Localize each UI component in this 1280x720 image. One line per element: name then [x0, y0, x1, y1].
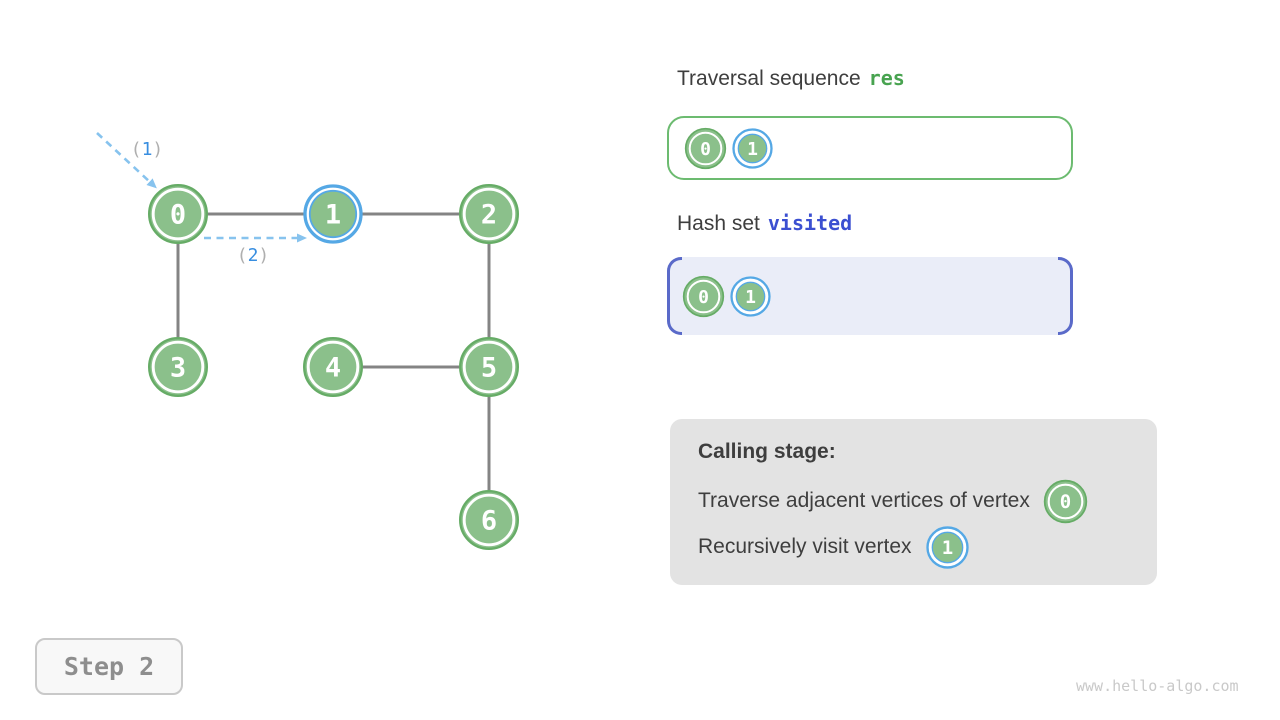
graph-node-5: 5	[459, 337, 519, 397]
res-title-text: Traversal sequence	[677, 67, 861, 90]
visited-title-text: Hash set	[677, 212, 760, 235]
calling-line-text: Recursively visit vertex	[698, 535, 912, 558]
svg-text:5: 5	[481, 352, 497, 383]
calling-line-text: Traverse adjacent vertices of vertex	[698, 489, 1030, 512]
traversal-arrow-label-1: (1)	[131, 139, 164, 160]
svg-text:0: 0	[170, 199, 186, 230]
svg-text:0: 0	[1060, 491, 1071, 513]
svg-text:3: 3	[170, 352, 186, 383]
step-badge: Step 2	[35, 638, 183, 695]
calling-line: Traverse adjacent vertices of vertex 0	[698, 478, 1139, 524]
calling-line: Recursively visit vertex 1	[698, 524, 1139, 570]
svg-text:2: 2	[481, 199, 497, 230]
visited-title: Hash set visited	[677, 211, 852, 236]
svg-text:0: 0	[700, 138, 711, 159]
graph-node-2: 2	[459, 184, 519, 244]
res-title: Traversal sequence res	[677, 66, 905, 91]
node-badge-0: 0	[682, 275, 725, 317]
traversal-arrow-label-2: (2)	[237, 245, 270, 266]
svg-text:1: 1	[745, 286, 756, 307]
node-badge-1: 1	[925, 525, 969, 569]
brace-right-icon	[1058, 257, 1073, 335]
graph-node-0: 0	[148, 184, 208, 244]
svg-text:1: 1	[941, 537, 952, 559]
visited-code-label: visited	[767, 211, 853, 235]
svg-text:1: 1	[325, 199, 341, 230]
watermark: www.hello-algo.com	[1076, 677, 1239, 695]
svg-text:6: 6	[481, 505, 497, 536]
graph-node-1: 1	[303, 184, 363, 244]
node-badge-0: 0	[1043, 479, 1088, 523]
calling-stage-title: Calling stage:	[698, 440, 836, 463]
graph-canvas: (1) (2) 0 1 2 3 4 5 6	[96, 132, 519, 550]
node-badge-0: 0	[684, 127, 727, 169]
svg-text:4: 4	[325, 352, 341, 383]
calling-stage-box: Calling stage: Traverse adjacent vertice…	[670, 419, 1157, 585]
svg-text:1: 1	[747, 138, 758, 159]
node-badge-1: 1	[730, 275, 771, 317]
svg-text:0: 0	[698, 286, 709, 307]
graph-node-6: 6	[459, 490, 519, 550]
brace-left-icon	[667, 257, 682, 335]
graph-node-4: 4	[303, 337, 363, 397]
step-label: Step 2	[63, 652, 155, 681]
res-code-label: res	[868, 66, 905, 90]
node-badge-1: 1	[732, 127, 773, 169]
graph-node-3: 3	[148, 337, 208, 397]
